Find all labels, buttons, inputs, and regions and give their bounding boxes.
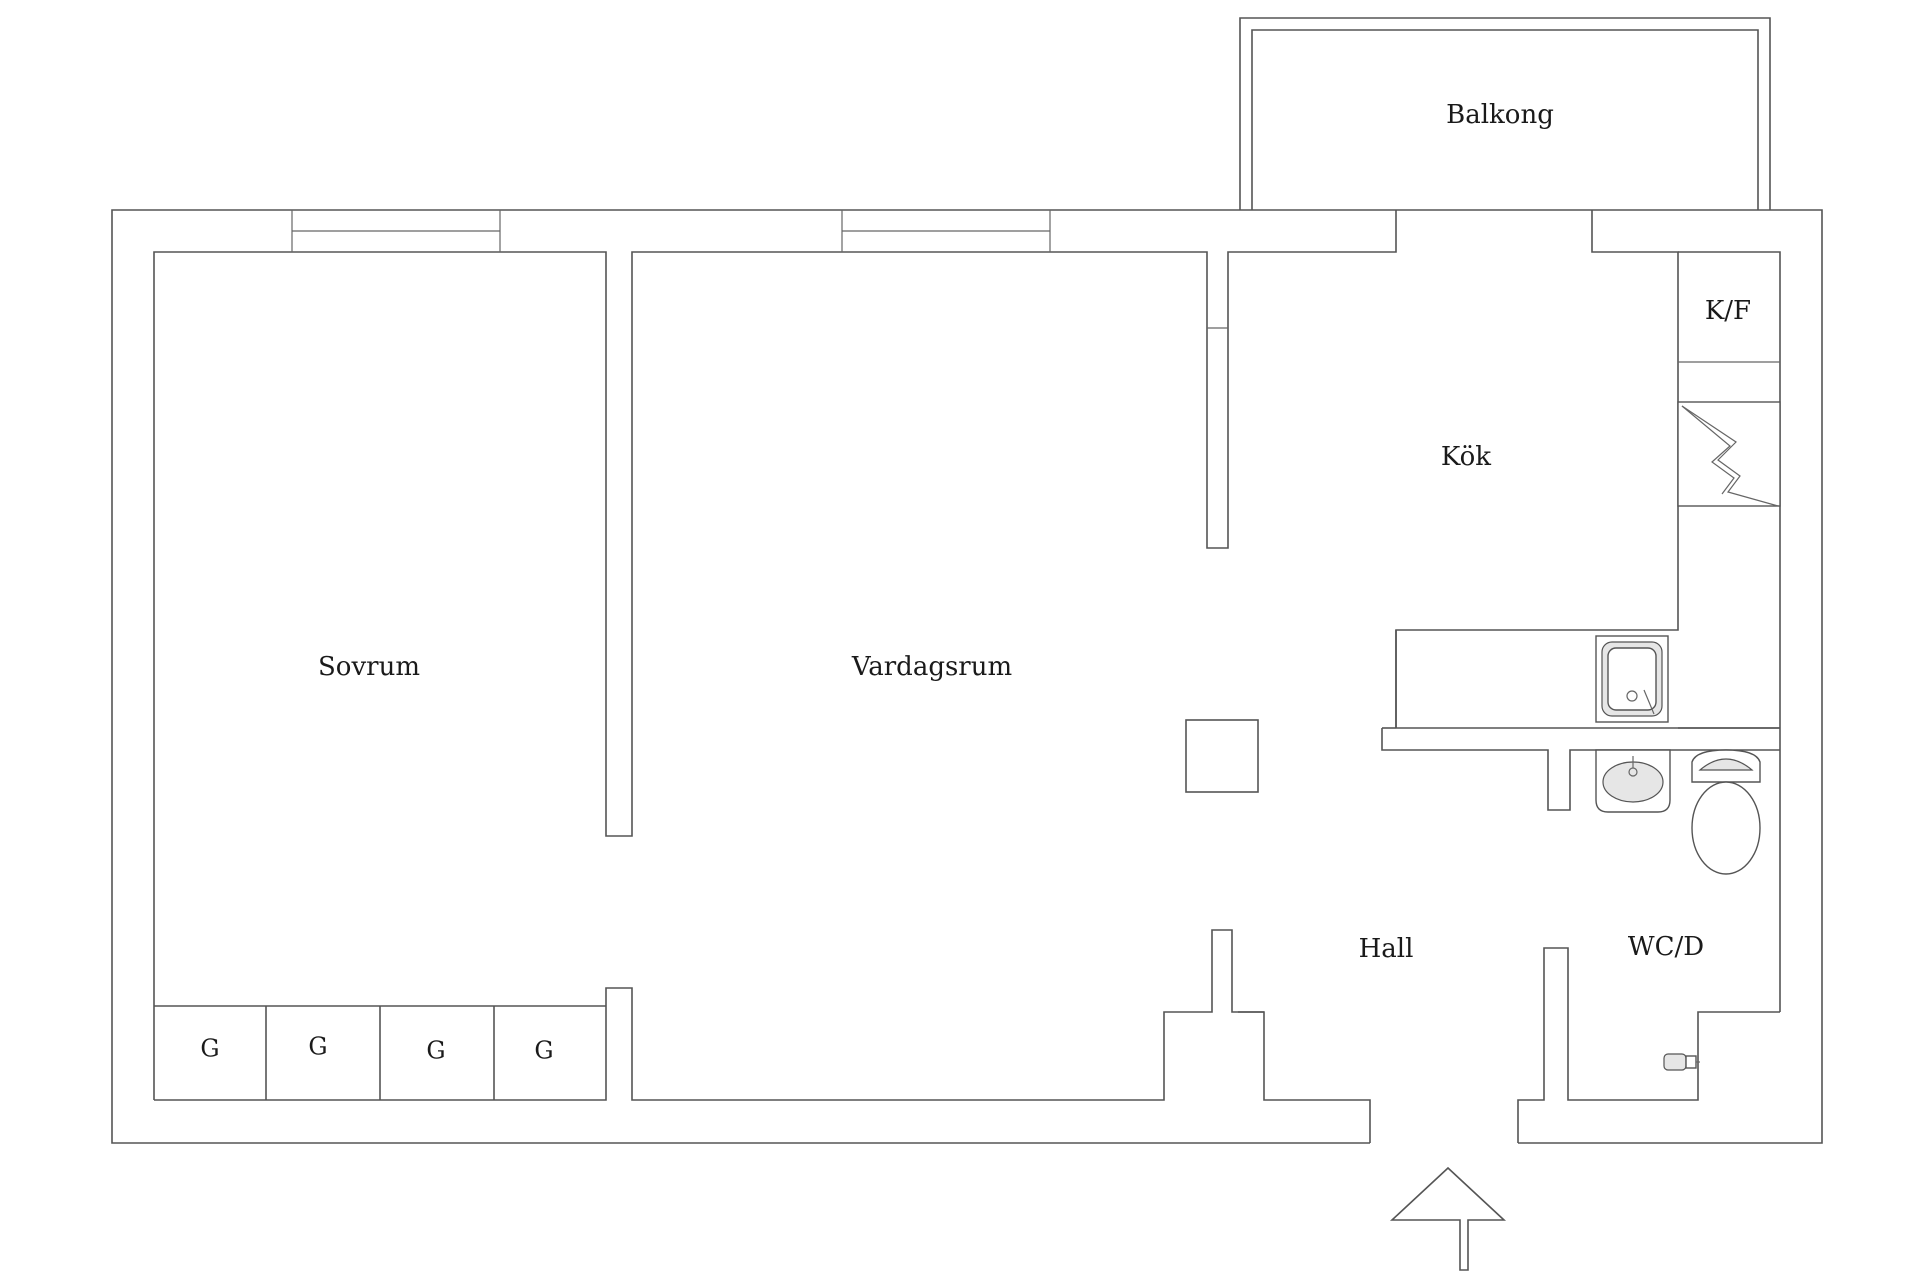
- kitchen-walls: [1381, 210, 1781, 1012]
- room-label-kok: Kök: [1441, 442, 1491, 472]
- room-label-hall: Hall: [1359, 934, 1414, 964]
- room-label-kf: K/F: [1705, 296, 1751, 326]
- washbasin-icon: [1595, 749, 1671, 813]
- closet-label: G: [200, 1035, 219, 1063]
- balcony: [1239, 17, 1771, 210]
- kitchen-sink-icon: [1595, 635, 1669, 723]
- wall-faucet-icon: [1663, 1053, 1700, 1071]
- room-label-sovrum: Sovrum: [318, 652, 420, 682]
- room-label-balkong: Balkong: [1446, 100, 1554, 130]
- windows: [291, 209, 1051, 253]
- closets: [154, 1005, 606, 1100]
- closet-label: G: [534, 1037, 553, 1065]
- closet-label: G: [308, 1033, 327, 1061]
- room-label-vardagsrum: Vardagsrum: [851, 652, 1012, 682]
- pillar: [1185, 719, 1259, 793]
- entrance-arrow-icon: [1389, 1166, 1507, 1271]
- room-label-wcd: WC/D: [1628, 932, 1704, 962]
- toilet-icon: [1691, 749, 1761, 875]
- closet-label: G: [426, 1037, 445, 1065]
- stove-icon: [1677, 401, 1781, 507]
